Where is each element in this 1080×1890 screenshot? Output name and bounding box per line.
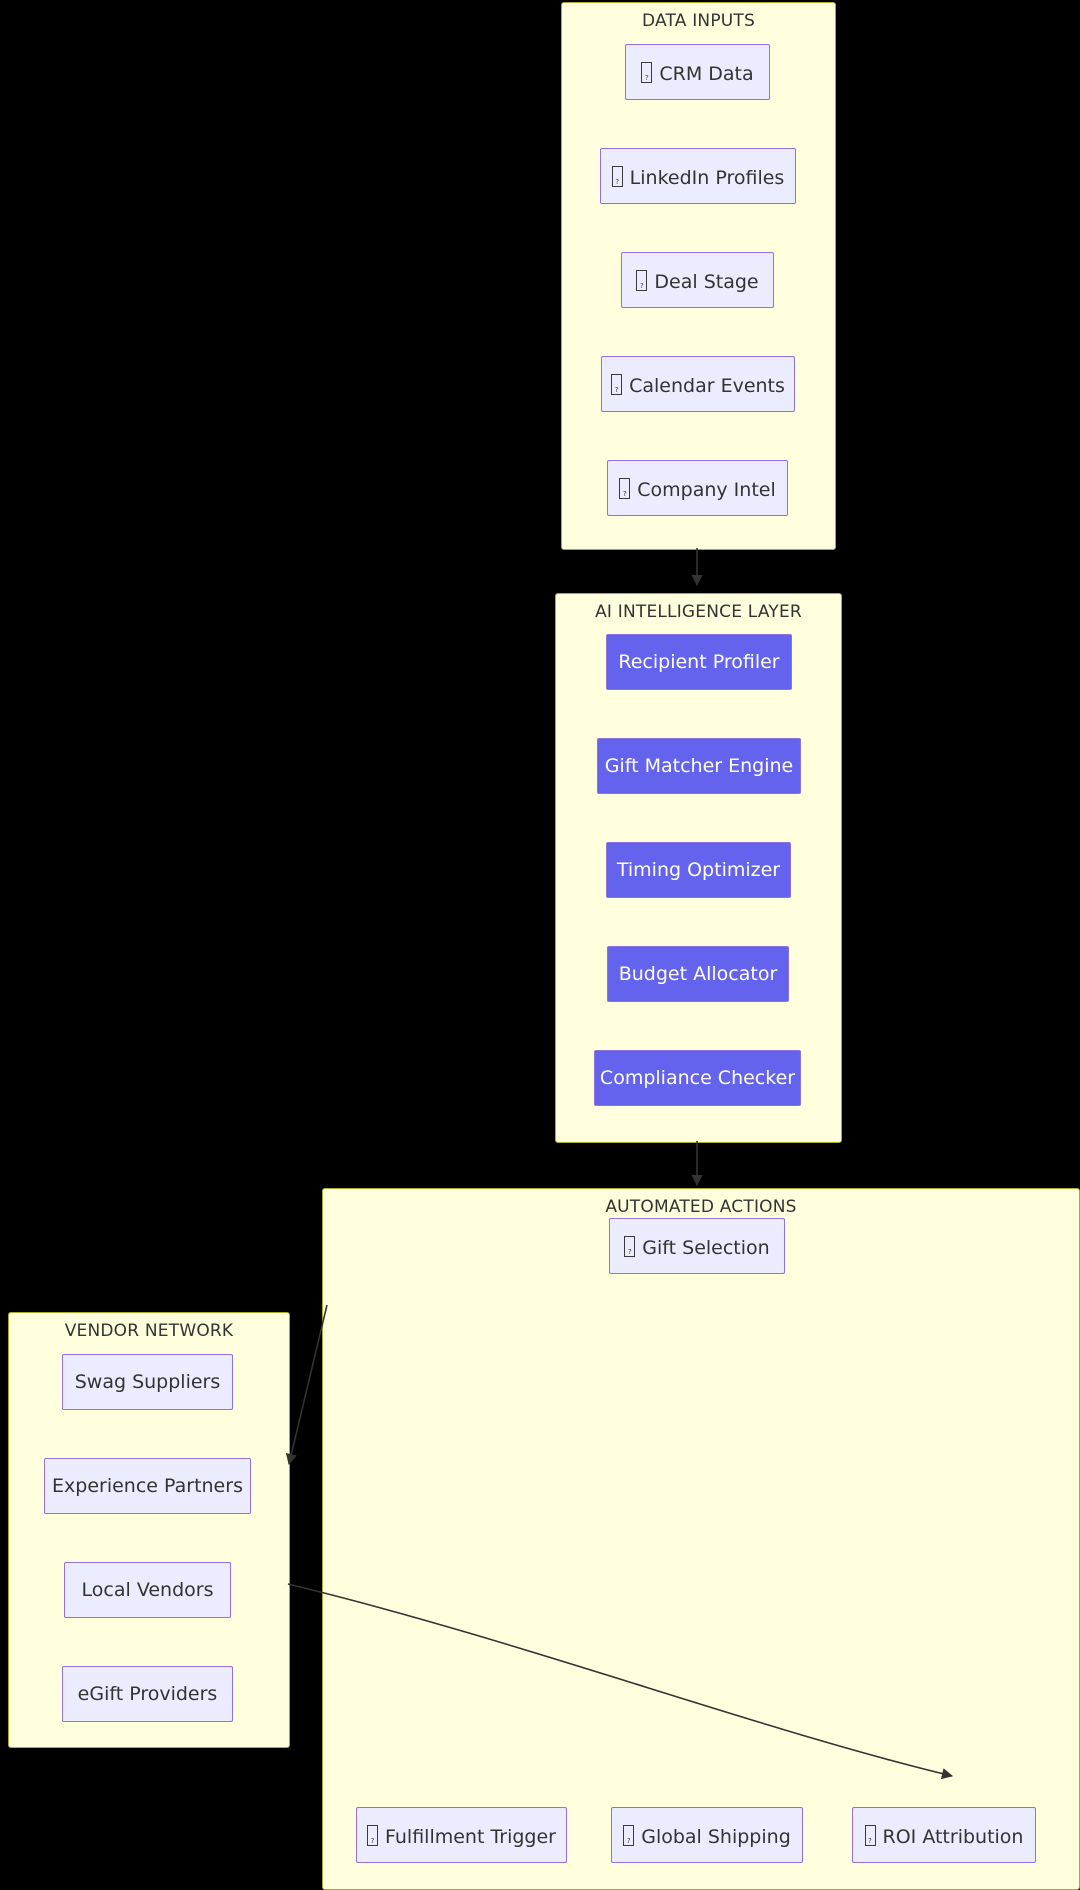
node-label: Fulfillment Trigger xyxy=(385,1826,556,1848)
node-label: Calendar Events xyxy=(629,375,785,397)
node-linkedin-profiles[interactable]: LinkedIn Profiles xyxy=(600,148,796,204)
node-budget-allocator[interactable]: Budget Allocator xyxy=(607,946,789,1002)
subgraph-automated-actions: AUTOMATED ACTIONS xyxy=(322,1188,1080,1890)
node-label: Experience Partners xyxy=(52,1475,243,1497)
node-crm-data[interactable]: CRM Data xyxy=(625,44,770,100)
node-label: CRM Data xyxy=(659,63,754,85)
node-egift-providers[interactable]: eGift Providers xyxy=(62,1666,233,1722)
node-swag-suppliers[interactable]: Swag Suppliers xyxy=(62,1354,233,1410)
node-recipient-profiler[interactable]: Recipient Profiler xyxy=(606,634,792,690)
missing-glyph-icon xyxy=(367,1825,378,1846)
node-label: Gift Matcher Engine xyxy=(604,755,794,777)
node-label: Budget Allocator xyxy=(618,963,778,985)
missing-glyph-icon xyxy=(619,478,631,499)
missing-glyph-icon xyxy=(611,166,623,187)
missing-glyph-icon xyxy=(623,1825,635,1846)
missing-glyph-icon xyxy=(636,270,648,291)
node-calendar-events[interactable]: Calendar Events xyxy=(601,356,795,412)
node-label: Global Shipping xyxy=(641,1826,791,1848)
subgraph-title-data-inputs: DATA INPUTS xyxy=(642,11,755,31)
node-label: Timing Optimizer xyxy=(616,859,781,881)
node-label: LinkedIn Profiles xyxy=(629,167,785,189)
node-label: Company Intel xyxy=(637,479,776,501)
subgraph-title-automated-actions: AUTOMATED ACTIONS xyxy=(605,1197,797,1217)
node-label: eGift Providers xyxy=(77,1683,218,1705)
node-gift-matcher-engine[interactable]: Gift Matcher Engine xyxy=(597,738,801,794)
subgraph-title-vendor-network: VENDOR NETWORK xyxy=(64,1321,234,1341)
missing-glyph-icon xyxy=(611,374,623,395)
missing-glyph-icon xyxy=(624,1236,636,1257)
node-label: Gift Selection xyxy=(642,1237,770,1259)
node-global-shipping[interactable]: Global Shipping xyxy=(611,1807,803,1863)
node-compliance-checker[interactable]: Compliance Checker xyxy=(594,1050,801,1106)
node-roi-attribution[interactable]: ROI Attribution xyxy=(852,1807,1036,1863)
node-deal-stage[interactable]: Deal Stage xyxy=(621,252,774,308)
node-label: Swag Suppliers xyxy=(74,1371,221,1393)
node-label: Compliance Checker xyxy=(599,1067,796,1089)
missing-glyph-icon xyxy=(641,62,653,83)
node-label: ROI Attribution xyxy=(882,1826,1024,1848)
node-gift-selection[interactable]: Gift Selection xyxy=(609,1218,785,1274)
missing-glyph-icon xyxy=(864,1825,876,1846)
node-label: Recipient Profiler xyxy=(618,651,780,673)
node-label: Local Vendors xyxy=(81,1579,214,1601)
node-fulfillment-trigger[interactable]: Fulfillment Trigger xyxy=(356,1807,567,1863)
node-experience-partners[interactable]: Experience Partners xyxy=(44,1458,251,1514)
node-timing-optimizer[interactable]: Timing Optimizer xyxy=(606,842,791,898)
node-label: Deal Stage xyxy=(654,271,759,293)
subgraph-title-ai-intelligence-layer: AI INTELLIGENCE LAYER xyxy=(595,602,802,622)
node-local-vendors[interactable]: Local Vendors xyxy=(64,1562,231,1618)
node-company-intel[interactable]: Company Intel xyxy=(607,460,788,516)
